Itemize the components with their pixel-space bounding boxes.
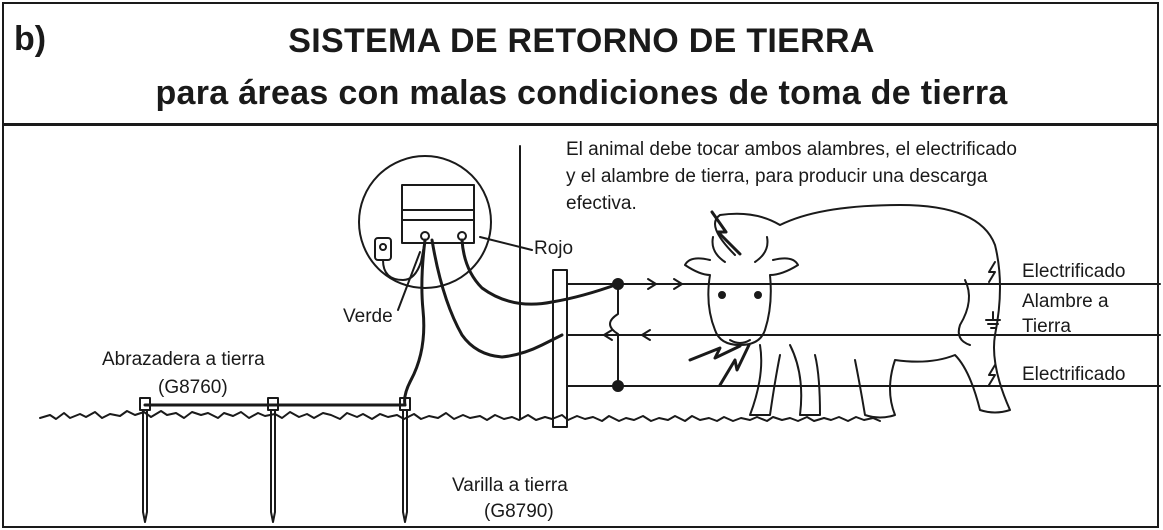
wire-top-label: Electrificado [1022,261,1126,282]
note-line-1: El animal debe tocar ambos alambres, el … [566,139,1017,160]
clamp-label: Abrazadera a tierra [102,349,265,370]
wire-ground-label-1: Alambre a [1022,291,1109,312]
ground-rod-3 [399,397,411,523]
cow-body [714,204,1011,419]
green-branch [430,238,564,359]
shock-burst-top [710,210,742,256]
ground-rod-2 [267,397,279,523]
panel-letter: b) [14,20,47,58]
note-line-3: efectiva. [566,193,637,214]
note-line-2: y el alambre de tierra, para producir un… [566,166,988,187]
verde-label: Verde [343,306,393,327]
energizer-box [401,184,475,244]
instruction-note: El animal debe tocar ambos alambres, el … [566,136,1017,217]
wire-bottom-label: Electrificado [1022,364,1126,385]
shock-burst-low [718,343,751,387]
fence-post [552,269,568,428]
green-wire [403,238,427,407]
energizer-magnifier [358,155,492,289]
ground-line [39,410,881,422]
ground-rod-1 [139,397,151,523]
red-wire [460,238,620,306]
lightning-icon [988,364,996,386]
title-line-1: SISTEMA DE RETORNO DE TIERRA [288,22,875,60]
rojo-pointer [479,236,533,251]
title-band [2,2,1159,126]
rojo-label: Rojo [534,238,574,259]
clamp-code: (G8760) [158,377,228,398]
rod-label: Varilla a tierra [452,475,568,496]
cow-tail [957,279,971,346]
shock-burst-mid [688,344,742,362]
cow-head [684,257,799,346]
ground-symbol-icon [985,311,1001,329]
lightning-icon [988,261,996,283]
wire-ground-label-2: Tierra [1022,316,1071,337]
verde-pointer [397,251,421,311]
rod-code: (G8790) [484,501,554,522]
title-line-2: para áreas con malas condiciones de toma… [155,74,1008,112]
jumper [609,283,619,387]
